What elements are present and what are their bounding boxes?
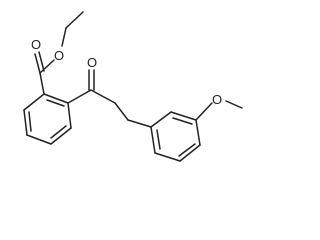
molecule-structure: O O O O	[23, 11, 243, 162]
ester-carbonyl-oxygen-label: O	[31, 37, 41, 52]
bond-chain-1	[90, 89, 116, 104]
ring1-double-3	[28, 111, 32, 132]
ring2-bond-3	[195, 119, 201, 146]
bond-chain-3	[127, 119, 152, 128]
ring1-bond-3	[50, 127, 72, 145]
methoxy-oxygen-label: O	[212, 92, 222, 107]
ring2-double-1	[172, 117, 193, 125]
ring2-bond-6	[150, 126, 156, 154]
ring2-bond-2	[170, 111, 197, 121]
bond-ring-to-methoxy-o	[195, 102, 213, 121]
bond-ring-to-ketone	[67, 89, 92, 104]
ring1-bond-4	[26, 134, 52, 145]
ring1-double-1	[46, 99, 65, 107]
bond-ethyl-ch2-o	[61, 27, 67, 47]
ring2-bond-4	[179, 144, 201, 162]
bond-ethyl-ch3	[65, 11, 84, 29]
ring1-double-2	[50, 125, 67, 139]
ester-oxygen-label: O	[54, 48, 64, 63]
ring2-double-3	[156, 129, 161, 150]
bond-o-ester-carbon	[39, 59, 55, 74]
bond-ester-co-double-b	[38, 51, 45, 72]
ring2-bond-5	[154, 152, 181, 162]
ring1-bond-6	[23, 93, 45, 111]
bond-ester-to-ring	[39, 72, 45, 95]
ring1-bond-1	[43, 93, 69, 104]
bond-chain-2	[114, 102, 129, 121]
ring2-double-2	[178, 143, 196, 157]
bond-ester-co-double-a	[34, 53, 41, 74]
ring1-bond-2	[67, 102, 72, 129]
ring1-bond-5	[23, 109, 28, 136]
molecule-canvas: O O O O	[23, 11, 243, 162]
bond-methoxy-o-ch3	[225, 100, 243, 109]
ring2-bond-1	[150, 111, 172, 128]
ketone-oxygen-label: O	[87, 55, 97, 70]
